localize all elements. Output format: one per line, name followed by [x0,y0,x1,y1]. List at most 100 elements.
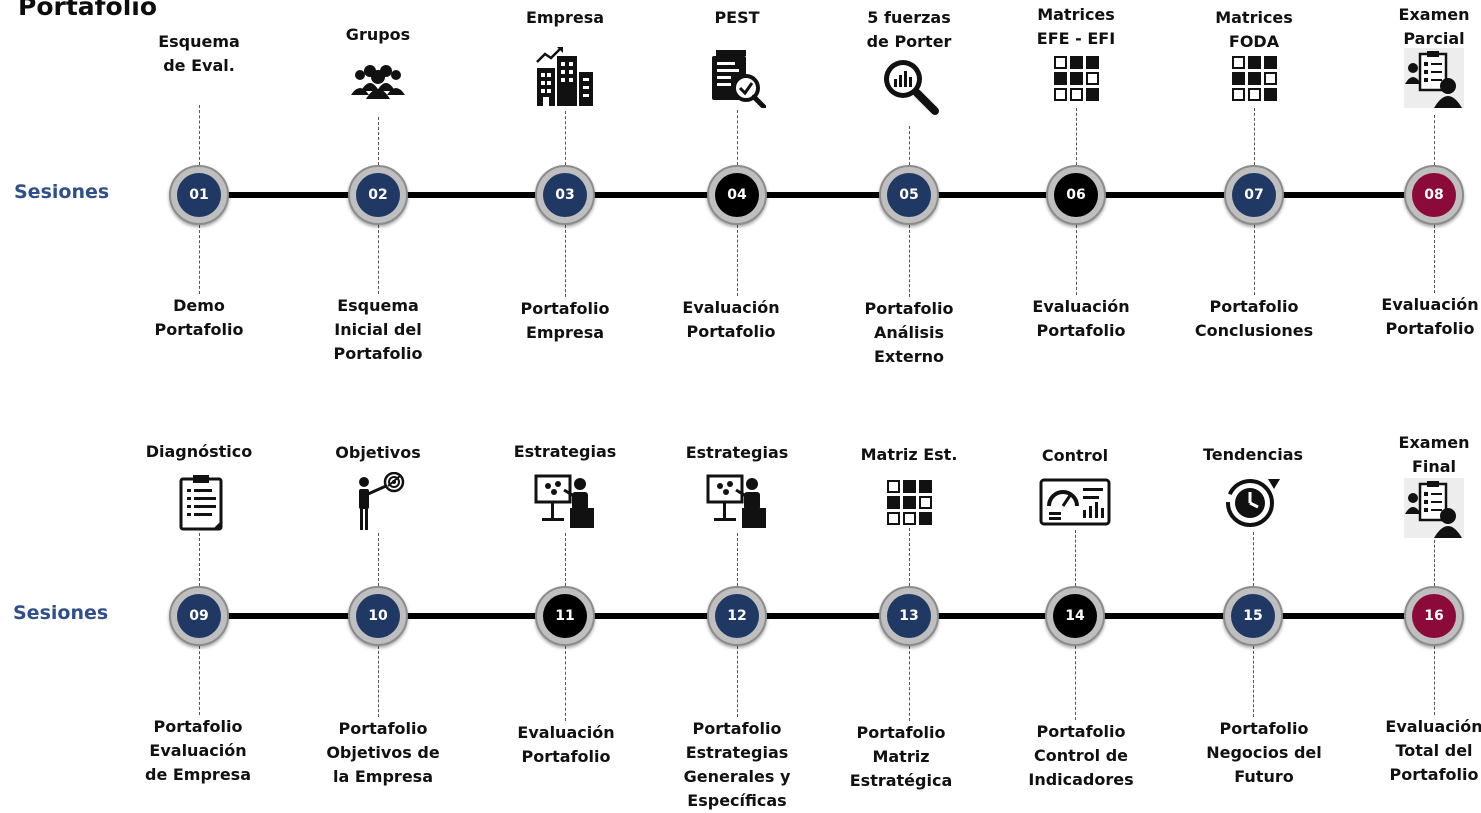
session-node-02[interactable]: 02 [348,165,408,225]
session-node-06[interactable]: 06 [1046,165,1106,225]
topic-line: 5 fuerzas [867,8,951,27]
page-title: Portafolio [18,0,158,21]
row-label-sesiones: Sesiones [14,181,110,203]
deliverable-line: Portafolio [338,719,428,738]
deliverable-line: Evaluación [517,723,615,742]
connector-top [1434,115,1435,165]
session-node-09[interactable]: 09 [169,586,229,646]
connector-bottom [909,225,910,297]
session-node-01[interactable]: 01 [169,165,229,225]
deliverable-line: Estrategias [685,743,789,762]
deliverable-line: Generales y [683,767,791,786]
session-topic-10: Objetivos [335,441,420,465]
session-node-03[interactable]: 03 [535,165,595,225]
session-node-10[interactable]: 10 [348,586,408,646]
deliverable-line: Portafolio [1385,319,1475,338]
topic-line: Estrategias [513,442,617,461]
matrix-grid-icon [1054,56,1099,101]
connector-bottom [1434,225,1435,293]
deliverable-line: Portafolio [686,322,776,341]
session-number: 02 [356,173,400,217]
session-topic-15: Tendencias [1203,443,1303,467]
session-node-04[interactable]: 04 [707,165,767,225]
magnifier-chart-icon [884,60,939,115]
deliverable-line: Portafolio [1036,321,1126,340]
clipboard-list-icon [179,475,223,531]
topic-line: EFE - EFI [1036,29,1116,48]
deliverable-line: Inicial del [334,320,422,339]
deliverable-line: Específicas [687,791,787,810]
connector-bottom [1075,646,1076,720]
session-number: 10 [356,594,400,638]
exam-person-icon [1404,48,1464,108]
topic-line: Final [1411,457,1457,476]
connector-top [737,533,738,586]
presentation-icon [534,474,594,528]
deliverable-line: Evaluación [1381,295,1479,314]
connector-top [378,117,379,165]
connector-top [1075,530,1076,586]
connector-top [565,111,566,165]
group-icon [351,65,405,99]
session-topic-03: Empresa [526,6,604,30]
session-number: 15 [1231,594,1275,638]
connector-bottom [737,646,738,717]
session-node-13[interactable]: 13 [879,586,939,646]
topic-line: Estrategias [685,443,789,462]
session-number: 13 [887,594,931,638]
deliverable-line: Negocios del [1206,743,1322,762]
deliverable-line: Control de [1033,746,1128,765]
presentation-icon [706,474,766,528]
deliverable-line: Evaluación [1385,717,1481,736]
session-node-05[interactable]: 05 [879,165,939,225]
connector-bottom [378,646,379,717]
topic-line: Examen [1398,433,1470,452]
connector-bottom [199,646,200,715]
session-node-08[interactable]: 08 [1404,165,1464,225]
matrix-grid-icon [887,480,932,525]
connector-top [199,105,200,165]
connector-bottom [565,646,566,721]
connector-bottom [909,646,910,721]
topic-line: Control [1041,446,1109,465]
deliverable-line: Evaluación [1032,297,1130,316]
session-node-14[interactable]: 14 [1045,586,1105,646]
connector-top [737,110,738,165]
session-node-16[interactable]: 16 [1404,586,1464,646]
topic-line: Matrices [1215,8,1293,27]
topic-line: de Porter [866,32,952,51]
session-number: 08 [1412,173,1456,217]
session-number: 16 [1412,594,1456,638]
connector-bottom [1434,646,1435,715]
deliverable-line: Evaluación [149,741,247,760]
connector-top [1076,108,1077,165]
deliverable-line: Evaluación [682,298,780,317]
exam-person-icon [1404,478,1464,538]
session-number: 14 [1053,594,1097,638]
session-node-11[interactable]: 11 [535,586,595,646]
connector-bottom [378,225,379,294]
deliverable-line: Portafolio [864,299,954,318]
session-node-07[interactable]: 07 [1224,165,1284,225]
session-node-15[interactable]: 15 [1223,586,1283,646]
deliverable-line: Portafolio [333,344,423,363]
timeline-line [199,192,1434,198]
topic-line: Diagnóstico [145,442,253,461]
session-number: 04 [715,173,759,217]
deliverable-line: Indicadores [1028,770,1134,789]
session-topic-12: Estrategias [686,441,789,465]
session-topic-13: Matriz Est. [861,443,958,467]
deliverable-line: Demo [173,296,225,315]
deliverable-line: Futuro [1234,767,1294,786]
session-node-12[interactable]: 12 [707,586,767,646]
